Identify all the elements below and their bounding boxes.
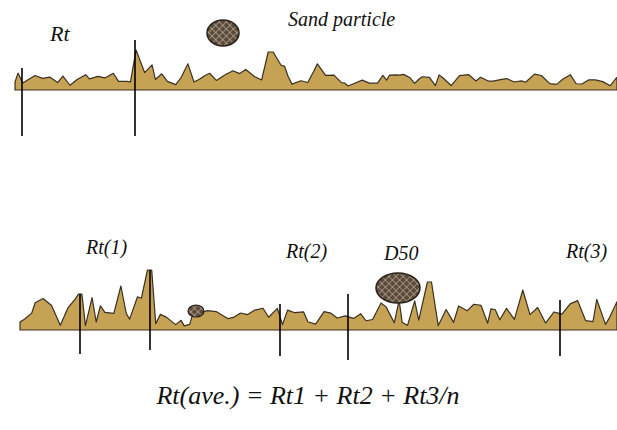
measure-line — [347, 294, 349, 360]
sand-particle — [376, 273, 420, 303]
measure-line — [79, 294, 81, 354]
surface-profile — [20, 270, 617, 330]
surface-profile — [15, 50, 617, 90]
formula: Rt(ave.) = Rt1 + Rt2 + Rt3/n — [156, 382, 459, 411]
roughness-label: Rt(1) — [86, 236, 127, 258]
sand-particle — [207, 20, 239, 46]
sand-particle — [207, 20, 239, 46]
sand-particle — [376, 273, 420, 303]
roughness-label: Rt(3) — [566, 240, 607, 262]
roughness-label: Rt(2) — [286, 240, 327, 262]
sand-particle — [188, 305, 204, 317]
measure-line — [149, 270, 151, 350]
measure-line — [21, 68, 23, 136]
roughness-label: Rt — [50, 22, 70, 46]
measure-line — [134, 40, 136, 136]
particle-label: Sand particle — [288, 8, 395, 30]
measure-line — [559, 300, 561, 356]
sand-particle — [188, 305, 204, 317]
measure-line — [279, 304, 281, 356]
diameter-label: D50 — [384, 242, 418, 264]
